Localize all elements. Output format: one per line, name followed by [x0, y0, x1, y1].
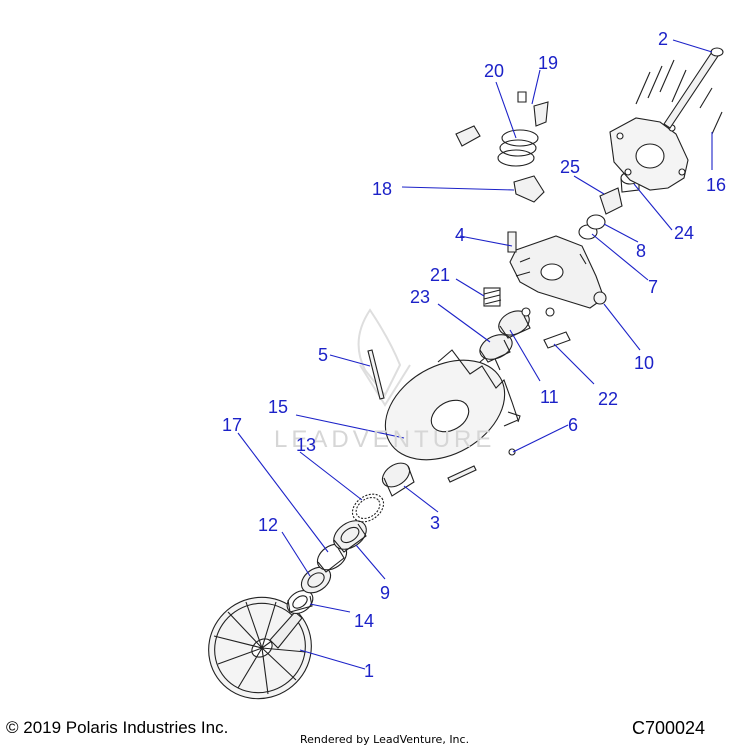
- callout-13: 13: [296, 435, 317, 455]
- callout-8: 8: [636, 241, 647, 261]
- watermark-text: LEADVENTURE: [274, 426, 496, 453]
- callout-4: 4: [455, 225, 466, 245]
- callout-3: 3: [430, 513, 441, 533]
- part-20-spring: [497, 129, 539, 167]
- part-25-bushing: [599, 187, 623, 215]
- callout-17: 17: [222, 415, 243, 435]
- rendered-by-text: Rendered by LeadVenture, Inc.: [300, 733, 470, 746]
- callout-1: 1: [364, 661, 375, 681]
- callout-21: 21: [430, 265, 451, 285]
- callout-24: 24: [674, 223, 695, 243]
- callout-19: 19: [538, 53, 559, 73]
- watermark-logo: [357, 308, 411, 407]
- callout-9: 9: [380, 583, 391, 603]
- callout-15: 15: [268, 397, 289, 417]
- callout-20: 20: [484, 61, 505, 81]
- callout-10: 10: [634, 353, 655, 373]
- part-19-roller: [517, 91, 549, 127]
- callout-23: 23: [410, 287, 431, 307]
- callout-12: 12: [258, 515, 279, 535]
- callout-6: 6: [568, 415, 579, 435]
- callout-18: 18: [372, 179, 393, 199]
- pin: [447, 465, 477, 483]
- part-1-sheave: [208, 596, 312, 700]
- part-16-bolts: [635, 59, 723, 135]
- part-13-snap-ring: [351, 493, 385, 523]
- part-6-screw: [508, 448, 516, 456]
- part-cover-plate: [609, 117, 689, 191]
- callout-2: 2: [658, 29, 669, 49]
- part-8-washer: [586, 214, 606, 230]
- part-9-bushing: [333, 520, 367, 553]
- leader-lines: [237, 39, 713, 670]
- part-5-pin: [367, 349, 385, 400]
- copyright-text: © 2019 Polaris Industries Inc.: [6, 718, 229, 737]
- callout-5: 5: [318, 345, 329, 365]
- callout-22: 22: [598, 389, 619, 409]
- part-4-pin: [507, 231, 517, 253]
- part-11-bushing: [498, 310, 531, 339]
- callout-25: 25: [560, 157, 581, 177]
- drawing-code: C700024: [632, 718, 706, 738]
- part-moveable-sheave: [384, 349, 521, 461]
- part-3-bushing: [381, 462, 415, 497]
- part-18-weight: [455, 125, 545, 203]
- part-14-bushing: [286, 589, 314, 615]
- part-22-pin: [543, 331, 571, 349]
- callout-16: 16: [706, 175, 727, 195]
- callout-11: 11: [540, 387, 559, 407]
- callout-7: 7: [648, 277, 659, 297]
- part-21-spring: [483, 287, 502, 307]
- callout-14: 14: [354, 611, 375, 631]
- part-spider-assembly: [509, 235, 607, 317]
